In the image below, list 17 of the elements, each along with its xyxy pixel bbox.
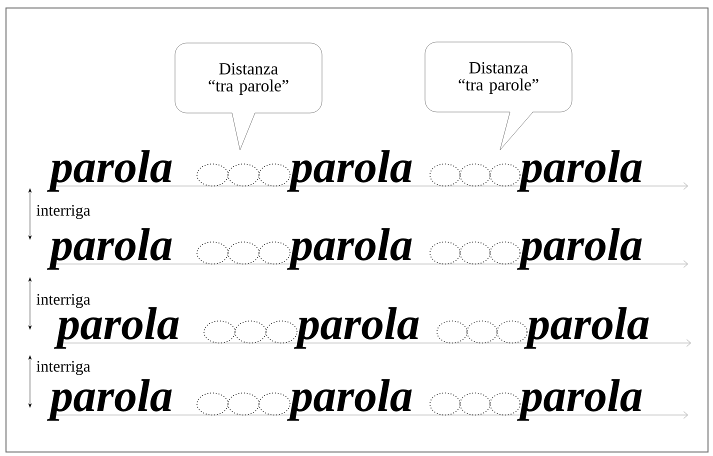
word: parola [286,228,412,270]
word: parola [294,307,419,349]
word: parola [516,228,642,270]
word: parola [286,379,412,421]
word: parola [524,307,649,349]
word: parola [286,150,412,192]
word: parola [54,307,179,349]
speech-bubble: Distanza “tra parole” [424,42,572,150]
dimension-label: interriga [36,361,90,376]
word: parola [516,379,642,421]
word: parola [46,228,172,270]
word: parola [516,150,642,192]
dimension-label: interriga [36,205,90,220]
dimension-label: interriga [36,294,90,308]
word: parola [46,150,172,192]
speech-bubble: Distanza “tra parole” [174,42,322,150]
word: parola [46,379,172,421]
